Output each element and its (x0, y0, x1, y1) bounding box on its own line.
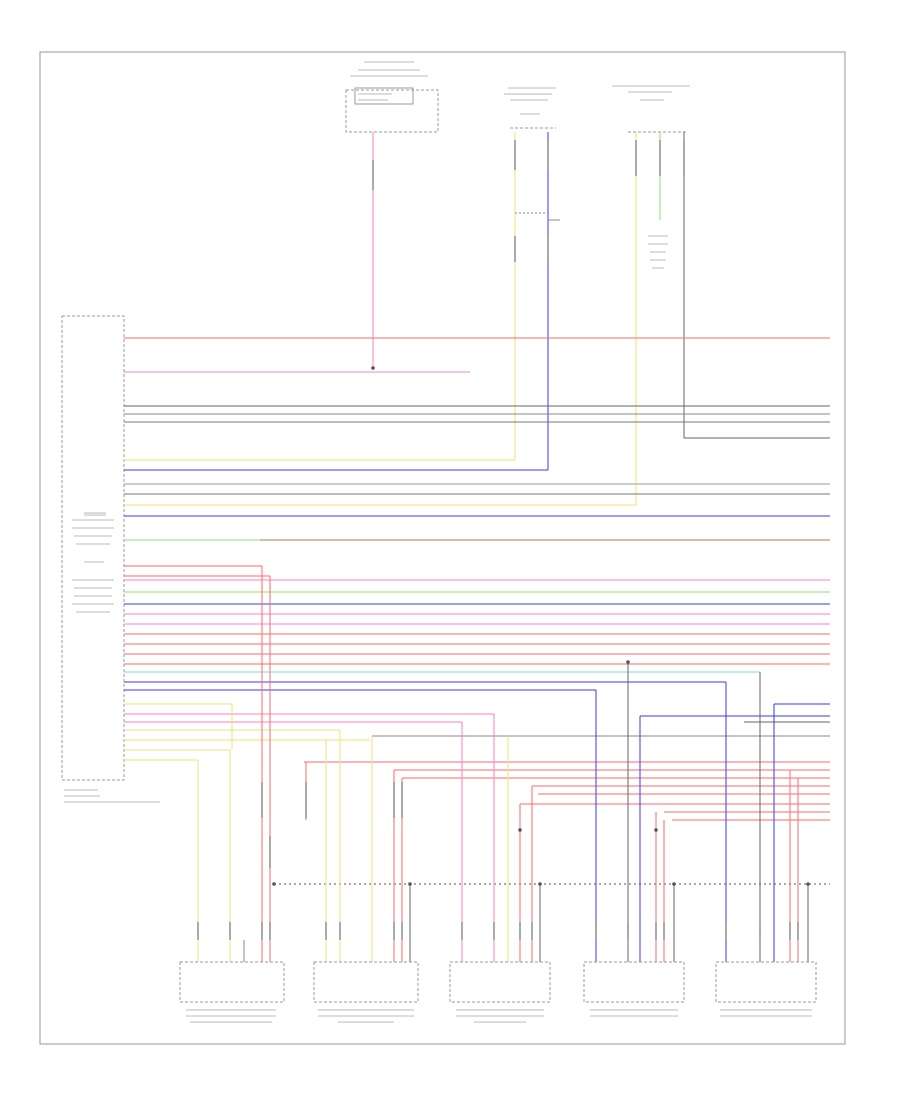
bottom-component-4 (583, 961, 685, 1017)
bottom-component-2 (313, 961, 419, 1023)
top-component-3 (612, 85, 690, 269)
diagram-frame (39, 51, 846, 1045)
bottom-component-5 (715, 961, 817, 1017)
bottom-component-1 (179, 961, 285, 1023)
main-module (61, 315, 160, 803)
bottom-component-3 (449, 961, 551, 1023)
top-component-2 (504, 87, 556, 129)
connector-marks (197, 140, 799, 940)
vertical-drops (124, 565, 809, 962)
top-component-1 (345, 61, 439, 133)
junction-dots (272, 366, 810, 886)
top-wires (372, 132, 685, 505)
